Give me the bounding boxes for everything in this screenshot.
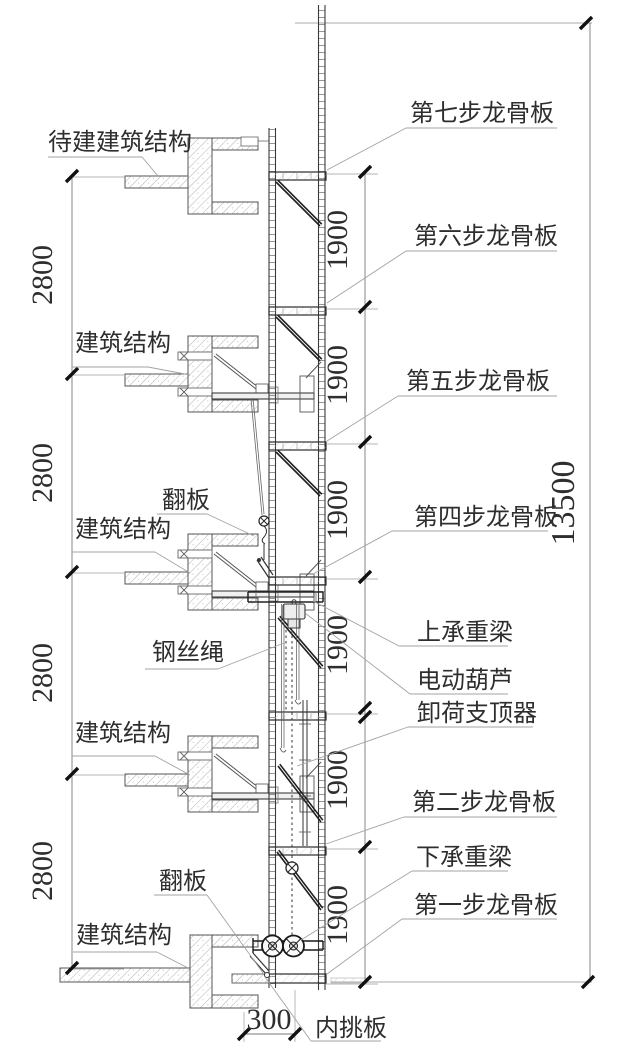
dim-floor-height-1: 2800 — [26, 245, 59, 305]
label-unloading-jack: 卸荷支顶器 — [417, 700, 537, 727]
dim-floor-height-2: 2800 — [26, 443, 59, 503]
label-structure-4: 建筑结构 — [75, 720, 171, 747]
dim-floor-height-3: 2800 — [26, 643, 59, 703]
label-step1-keel-board: 第一步龙骨板 — [414, 892, 558, 919]
dim-step-height-2: 1900 — [321, 345, 354, 405]
label-step2-keel-board: 第二步龙骨板 — [412, 789, 556, 816]
dim-step-height-3: 1900 — [321, 480, 354, 540]
concrete-floor-slabs — [59, 137, 259, 1009]
label-step6-keel-board: 第六步龙骨板 — [414, 223, 558, 250]
label-step4-keel-board: 第四步龙骨板 — [414, 504, 558, 531]
extension-lines — [295, 22, 592, 984]
label-wire-rope: 钢丝绳 — [152, 639, 224, 666]
label-lower-load-beam: 下承重梁 — [416, 844, 512, 871]
scaffold-guide-rails — [231, 5, 327, 990]
callout-labels: 待建建筑结构建筑结构翻板建筑结构钢丝绳建筑结构翻板建筑结构第七步龙骨板第六步龙骨… — [48, 100, 558, 1042]
dimension-chains: 2800 2800 2800 2800 1900 1900 1900 1900 1900 1900… — [26, 15, 596, 1042]
dim-step-height-5: 1900 — [321, 750, 354, 810]
label-inner-cantilever-board: 内挑板 — [315, 1015, 387, 1042]
label-flip-board-bottom: 翻板 — [159, 868, 207, 895]
label-upper-load-beam: 上承重梁 — [417, 619, 513, 646]
label-flip-board-mid: 翻板 — [162, 487, 210, 514]
dim-step-height-1: 1900 — [321, 210, 354, 270]
label-structure-2: 建筑结构 — [75, 330, 171, 357]
label-structure-5: 建筑结构 — [76, 922, 172, 949]
label-electric-hoist: 电动葫芦 — [417, 667, 513, 694]
label-step5-keel-board: 第五步龙骨板 — [406, 368, 550, 395]
label-structure-3: 建筑结构 — [75, 516, 171, 543]
dim-floor-height-4: 2800 — [26, 841, 59, 901]
label-step7-keel-board: 第七步龙骨板 — [410, 100, 554, 127]
wall-attachment-braces — [177, 351, 322, 813]
dim-step-height-4: 1900 — [321, 615, 354, 675]
dim-total-height: 13500 — [545, 461, 582, 546]
dim-bottom-offset: 300 — [247, 1003, 292, 1036]
label-pending-structure: 待建建筑结构 — [48, 129, 192, 156]
dim-step-height-6: 1900 — [321, 885, 354, 945]
hoist-mechanism — [247, 515, 324, 978]
